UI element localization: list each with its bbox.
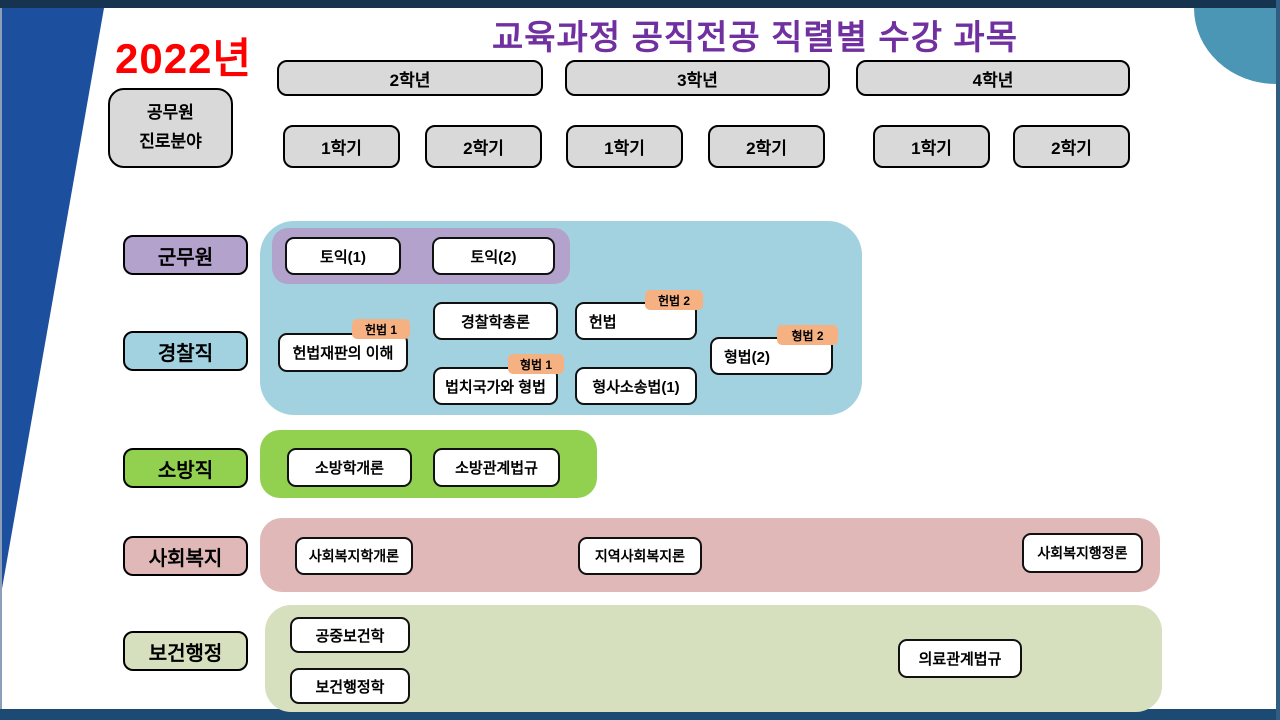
semester-header-g3s2: 2학기 xyxy=(708,125,825,168)
semester-header-g2s1: 1학기 xyxy=(283,125,400,168)
tag-constitution-1: 헌법 1 xyxy=(352,319,410,339)
top-right-teal-corner-decoration xyxy=(1194,8,1276,84)
career-field-line1: 공무원 xyxy=(147,103,194,123)
course-criminal-procedure: 형사소송법(1) xyxy=(575,367,697,405)
page-title: 교육과정 공직전공 직렬별 수강 과목 xyxy=(492,19,1018,57)
grade-header-3: 3학년 xyxy=(565,60,830,96)
semester-header-g4s1: 1학기 xyxy=(873,125,990,168)
career-field-line2: 진로분야 xyxy=(139,132,202,151)
course-toeic-2: 토익(2) xyxy=(432,237,555,275)
track-label-welfare: 사회복지 xyxy=(123,536,248,576)
track-label-police: 경찰직 xyxy=(123,331,248,371)
top-navy-bar xyxy=(0,0,1280,8)
grade-header-2: 2학년 xyxy=(277,60,543,96)
track-label-health: 보건행정 xyxy=(123,631,248,671)
semester-header-g4s2: 2학기 xyxy=(1013,125,1130,168)
year-label: 2022년 xyxy=(115,35,253,82)
course-police-science: 경찰학총론 xyxy=(433,302,558,340)
tag-criminal-2: 형법 2 xyxy=(777,325,838,345)
track-label-fire: 소방직 xyxy=(123,448,248,488)
grade-header-4: 4학년 xyxy=(856,60,1130,96)
track-label-military: 군무원 xyxy=(123,235,248,275)
bottom-navy-bar xyxy=(0,709,1280,720)
left-navy-wedge-decoration xyxy=(0,8,104,600)
course-toeic-1: 토익(1) xyxy=(285,237,401,275)
course-health-administration: 보건행정학 xyxy=(290,668,410,704)
course-welfare-administration: 사회복지행정론 xyxy=(1022,533,1143,573)
course-social-welfare-intro: 사회복지학개론 xyxy=(295,537,413,575)
course-public-health: 공중보건학 xyxy=(290,617,410,653)
career-field-box: 공무원 진로분야 xyxy=(108,88,233,168)
tag-criminal-1: 형법 1 xyxy=(508,354,564,374)
right-edge-line xyxy=(1276,0,1280,720)
course-community-welfare: 지역사회복지론 xyxy=(578,537,702,575)
semester-header-g3s1: 1학기 xyxy=(566,125,683,168)
semester-header-g2s2: 2학기 xyxy=(425,125,542,168)
course-fire-regulations: 소방관계법규 xyxy=(433,448,560,487)
course-medical-law: 의료관계법규 xyxy=(898,639,1022,678)
left-edge-line xyxy=(0,8,2,709)
course-constitutional-trial: 헌법재판의 이해 xyxy=(278,333,408,372)
course-fire-science: 소방학개론 xyxy=(287,448,412,487)
tag-constitution-2: 헌법 2 xyxy=(645,290,703,310)
